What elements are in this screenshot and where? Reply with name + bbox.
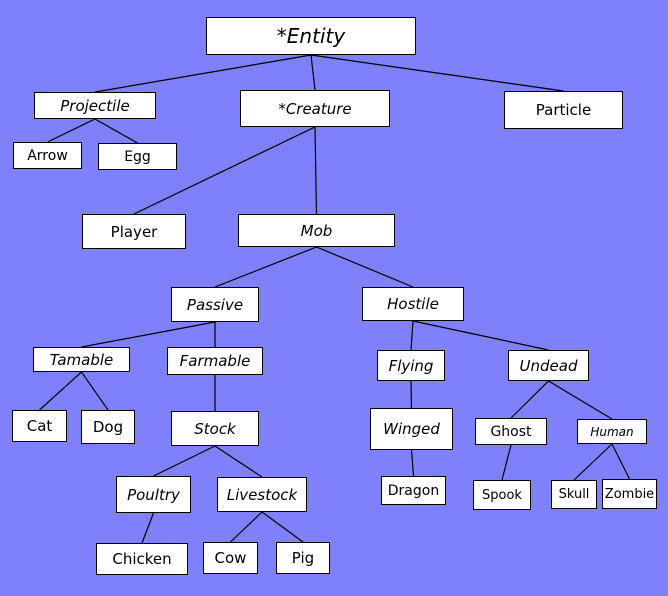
node-cow: Cow (203, 542, 258, 574)
edge-mob-hostile (316, 246, 414, 288)
edge-creature-mob (314, 126, 318, 215)
node-tamable: Tamable (33, 347, 130, 372)
node-spook: Spook (473, 480, 531, 510)
node-skull: Skull (551, 480, 597, 509)
node-mob: Mob (238, 214, 395, 247)
node-winged: Winged (370, 408, 453, 450)
node-entity: *Entity (206, 17, 416, 55)
node-zombie: Zombie (602, 479, 657, 509)
edge-human-skull (573, 443, 613, 481)
edge-stock-poultry (153, 445, 216, 477)
edge-flying-winged (410, 380, 413, 409)
node-passive: Passive (171, 287, 259, 322)
edge-poultry-chicken (141, 512, 155, 544)
node-dog: Dog (81, 410, 135, 444)
node-farmable: Farmable (167, 347, 263, 375)
edge-stock-livestock (214, 445, 263, 478)
edge-winged-dragon (410, 449, 415, 477)
node-creature: *Creature (240, 90, 390, 127)
node-human: Human (577, 419, 647, 444)
node-livestock: Livestock (217, 477, 307, 512)
edge-creature-player (133, 126, 316, 215)
node-particle: Particle (504, 91, 623, 129)
edge-human-zombie (611, 443, 631, 480)
node-flying: Flying (377, 350, 445, 381)
edge-entity-particle (310, 54, 564, 92)
node-pig: Pig (276, 542, 330, 574)
edge-ghost-spook (501, 444, 512, 481)
node-ghost: Ghost (475, 418, 547, 445)
node-poultry: Poultry (116, 476, 191, 513)
edge-undead-human (548, 380, 613, 420)
edge-projectile-egg (94, 118, 138, 144)
node-undead: Undead (508, 350, 589, 381)
node-arrow: Arrow (13, 142, 82, 169)
edge-hostile-undead (412, 320, 549, 351)
node-egg: Egg (98, 143, 177, 170)
node-hostile: Hostile (362, 287, 464, 321)
edge-projectile-arrow (47, 118, 96, 143)
node-projectile: Projectile (34, 92, 156, 119)
node-dragon: Dragon (381, 476, 446, 505)
edge-tamable-dog (81, 371, 109, 411)
edge-mob-passive (214, 246, 317, 288)
edge-passive-tamable (81, 321, 216, 348)
edge-entity-creature (310, 54, 316, 91)
edge-livestock-pig (261, 511, 304, 543)
edge-entity-projectile (94, 54, 312, 93)
edge-hostile-flying (410, 320, 414, 351)
node-chicken: Chicken (96, 543, 188, 575)
edge-undead-ghost (510, 380, 549, 419)
node-player: Player (82, 214, 186, 249)
edge-tamable-cat (39, 371, 82, 411)
node-stock: Stock (171, 411, 259, 446)
node-cat: Cat (12, 410, 67, 442)
edge-livestock-cow (230, 511, 263, 543)
